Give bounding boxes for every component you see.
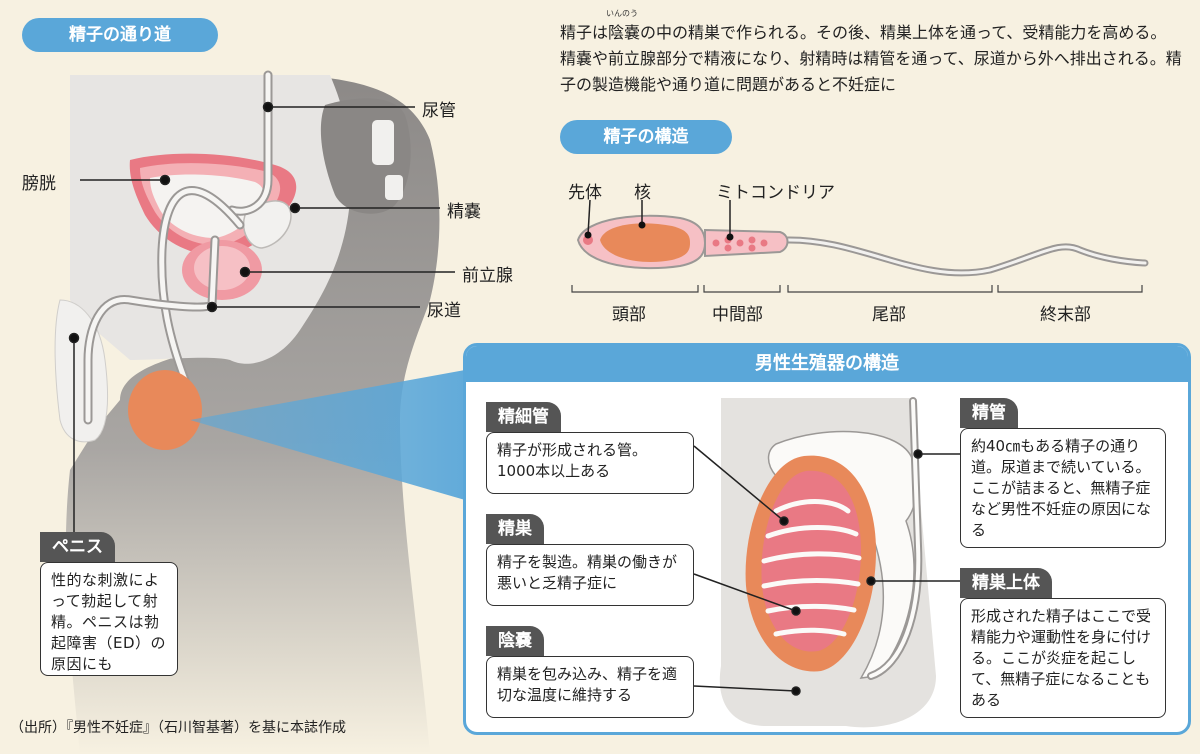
tag-testis: 精巣 xyxy=(486,514,544,544)
panel-title: 男性生殖器の構造 xyxy=(466,346,1188,382)
desc-seminiferous-tubule: 精子が形成される管。1000本以上ある xyxy=(486,432,694,494)
label-prostate: 前立腺 xyxy=(462,266,513,286)
tag-scrotum: 陰嚢 xyxy=(486,626,544,656)
sperm-diagram xyxy=(571,199,1149,293)
label-seminal-vesicle: 精嚢 xyxy=(447,202,481,222)
part-midpiece: 中間部 xyxy=(712,305,763,325)
penis-tag: ペニス xyxy=(40,532,115,562)
desc-epididymis: 形成された精子はここで受精能力や運動性を身に付ける。ここが炎症を起こして、無精子… xyxy=(960,598,1166,718)
section-title-sperm-path: 精子の通り道 xyxy=(22,18,218,52)
label-nucleus: 核 xyxy=(634,183,651,203)
source-note: （出所）『男性不妊症』（石川智基著）を基に本誌作成 xyxy=(10,720,346,736)
zoom-beam xyxy=(190,370,465,500)
desc-vas-deferens: 約40㎝もある精子の通り道。尿道まで続いている。ここが詰まると、無精子症など男性… xyxy=(960,428,1166,548)
desc-testis: 精子を製造。精巣の働きが悪いと乏精子症に xyxy=(486,544,694,606)
part-end: 終末部 xyxy=(1040,305,1091,325)
part-head: 頭部 xyxy=(612,305,646,325)
intro-text-after: の中の精巣で作られる。その後、精巣上体を通って、受精能力を高める。精嚢や前立腺部… xyxy=(560,23,1182,94)
label-acrosome: 先体 xyxy=(568,183,602,203)
section-title-sperm-structure: 精子の構造 xyxy=(560,120,732,154)
ruby-reading: いんのう xyxy=(606,9,639,18)
duct-path xyxy=(83,70,273,425)
intro-paragraph: 精子はいんのう陰嚢の中の精巣で作られる。その後、精巣上体を通って、受精能力を高め… xyxy=(560,9,1182,98)
tag-epididymis: 精巣上体 xyxy=(960,568,1052,598)
intro-text-before: 精子は xyxy=(560,23,609,42)
ruby-word: いんのう陰嚢 xyxy=(606,9,641,46)
leader-lines xyxy=(68,101,455,535)
seminal-vesicle-organ xyxy=(243,200,292,249)
testis-cross-section xyxy=(719,397,936,728)
tag-vas-deferens: 精管 xyxy=(960,398,1018,428)
testis-organ xyxy=(128,370,202,450)
part-tail: 尾部 xyxy=(872,305,906,325)
tag-seminiferous-tubule: 精細管 xyxy=(486,402,561,432)
panel-leader-lines xyxy=(693,445,960,696)
desc-scrotum: 精巣を包み込み、精子を適切な温度に維持する xyxy=(486,656,694,718)
label-urethra-tube: 尿管 xyxy=(422,101,456,121)
label-mitochondria: ミトコンドリア xyxy=(716,183,835,203)
label-urethra: 尿道 xyxy=(427,301,461,321)
ruby-base: 陰嚢 xyxy=(608,23,641,42)
organ-structure-panel: 男性生殖器の構造 精細管 精子が形成される管。1000本以上ある 精巣 精子を製… xyxy=(463,343,1191,735)
label-bladder: 膀胱 xyxy=(22,174,56,194)
prostate-organ xyxy=(182,240,262,300)
penis-description: 性的な刺激によって勃起して射精。ペニスは勃起障害（ED）の原因にも xyxy=(40,562,178,676)
